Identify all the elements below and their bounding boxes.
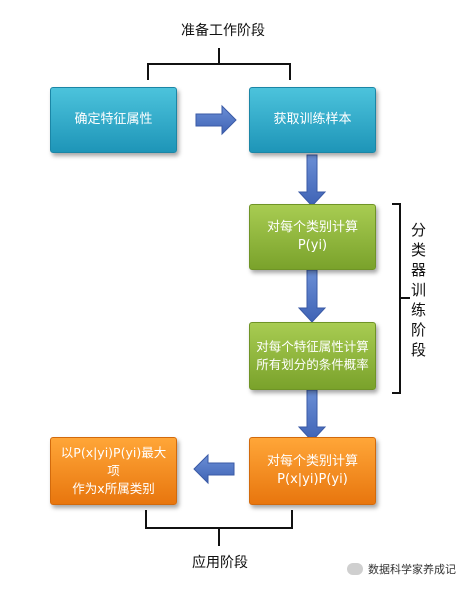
node-compute-pxy: 对每个类别计算 P(x|yi)P(yi) — [249, 437, 376, 505]
node-max-class: 以P(x|yi)P(yi)最大项 作为x所属类别 — [50, 437, 177, 505]
node-compute-py: 对每个类别计算P(yi) — [249, 204, 376, 270]
node-determine-features: 确定特征属性 — [50, 87, 177, 153]
arrow-py-to-cond — [297, 269, 327, 323]
prep-bracket — [147, 48, 291, 80]
apply-bracket — [145, 510, 293, 546]
train-stage-label: 分类器训练阶段 — [409, 222, 427, 362]
node-get-samples: 获取训练样本 — [249, 87, 376, 153]
watermark-text: 数据科学家养成记 — [368, 563, 456, 576]
apply-stage-label: 应用阶段 — [192, 555, 248, 571]
arrow-determine-to-samples — [195, 104, 237, 136]
node-compute-cond-prob: 对每个特征属性计算 所有划分的条件概率 — [249, 322, 376, 390]
prep-stage-label: 准备工作阶段 — [181, 23, 265, 39]
train-bracket — [392, 203, 410, 394]
arrow-cond-to-pxy — [297, 389, 327, 442]
watermark: 数据科学家养成记 — [347, 561, 456, 577]
arrow-pxy-to-max — [193, 453, 235, 485]
wechat-icon — [347, 563, 363, 575]
arrow-samples-to-py — [297, 154, 327, 207]
